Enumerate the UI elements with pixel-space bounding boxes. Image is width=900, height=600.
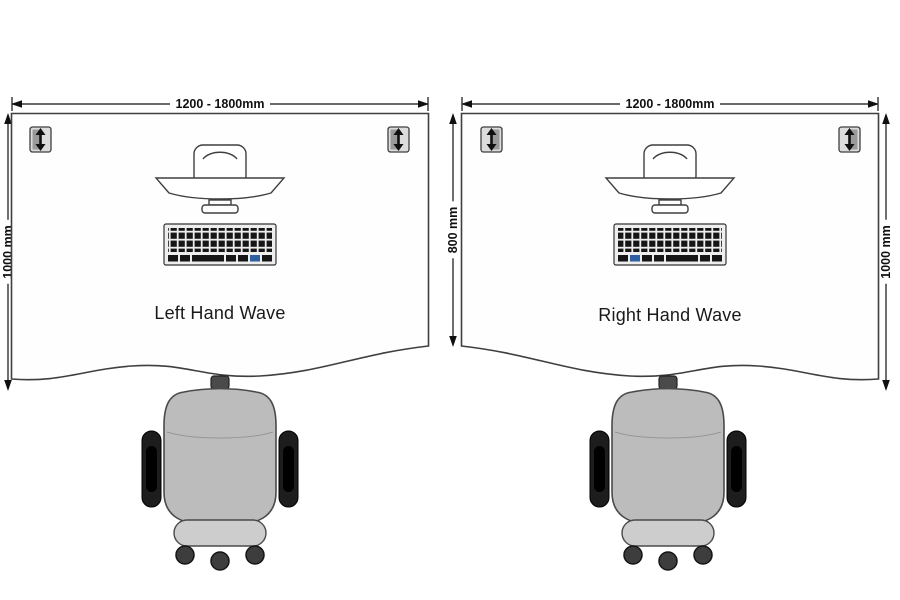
desk-title: Right Hand Wave <box>598 305 742 325</box>
chair-seam <box>614 431 722 439</box>
cable-port-icon <box>838 126 861 153</box>
keyboard-icon <box>613 223 727 266</box>
cable-port-icon <box>387 126 410 153</box>
depth-dimension-right-desk-right: 1000 mm <box>877 112 895 392</box>
width-dimension-label: 1200 - 1800mm <box>169 97 271 111</box>
keyboard-accent-key <box>250 255 260 262</box>
chair-seat <box>611 387 725 527</box>
cable-port-icon <box>29 126 52 153</box>
chair-seat <box>163 387 277 527</box>
chair-base <box>173 519 267 547</box>
depth-dimension-label: 1000 mm <box>879 220 893 284</box>
desk-title: Left Hand Wave <box>154 303 286 323</box>
cable-port-icon <box>480 126 503 153</box>
keyboard-accent-key <box>630 255 640 262</box>
desk-left-hand-wave <box>10 112 430 381</box>
monitor-icon <box>604 144 736 214</box>
keyboard-icon <box>163 223 277 266</box>
width-dimension-right-desk: 1200 - 1800mm <box>460 95 880 113</box>
office-chair-icon <box>589 375 747 571</box>
depth-dimension-label: 800 mm <box>446 201 460 259</box>
chair-armrests <box>141 430 299 508</box>
desk-right-hand-wave <box>460 112 880 381</box>
width-dimension-left-desk: 1200 - 1800mm <box>10 95 430 113</box>
chair-armrests <box>589 430 747 508</box>
chair-seam <box>166 431 274 439</box>
chair-headrest-knob <box>210 375 230 390</box>
chair-base <box>621 519 715 547</box>
monitor-icon <box>154 144 286 214</box>
office-chair-icon <box>141 375 299 571</box>
width-dimension-label: 1200 - 1800mm <box>619 97 721 111</box>
chair-headrest-knob <box>658 375 678 390</box>
depth-dimension-right-desk-left: 800 mm <box>444 112 462 348</box>
chair-casters <box>623 545 713 571</box>
chair-casters <box>175 545 265 571</box>
depth-dimension-left-desk: 1000 mm <box>0 112 17 392</box>
